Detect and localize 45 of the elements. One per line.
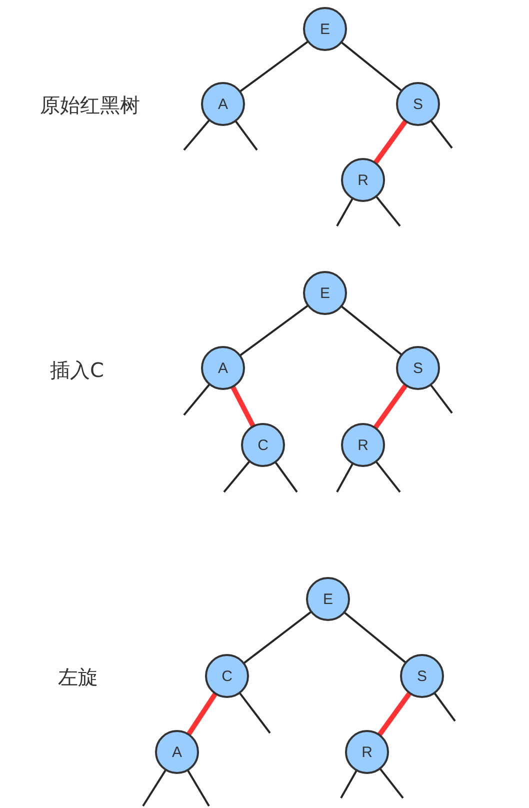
edge-line	[377, 692, 412, 736]
node-circle: R	[341, 158, 385, 202]
step-label: 左旋	[58, 665, 98, 689]
edge-line	[230, 385, 256, 428]
edge-line	[379, 768, 404, 799]
edge-line	[274, 461, 298, 493]
node-circle: E	[306, 577, 350, 621]
edge-line	[373, 120, 408, 164]
edge-line	[142, 769, 167, 807]
node-circle: A	[201, 346, 245, 390]
edge-line	[373, 384, 408, 430]
edge-line	[375, 460, 401, 493]
edge-line	[344, 612, 406, 664]
edge-line	[336, 462, 354, 492]
edge-line	[239, 304, 309, 356]
edge-line	[336, 198, 354, 226]
node-circle: A	[155, 730, 199, 774]
node-circle: S	[396, 82, 440, 126]
edge-line	[234, 120, 258, 151]
node-circle: S	[400, 654, 444, 698]
edge-line	[239, 40, 309, 92]
step-label: 原始红黑树	[40, 93, 140, 117]
edge-line	[430, 384, 453, 414]
step-label: 插入C	[50, 358, 104, 382]
edge-line	[375, 196, 401, 227]
node-circle: E	[303, 271, 347, 315]
node-circle: S	[396, 346, 440, 390]
edge-line	[434, 692, 456, 722]
edge-line	[183, 384, 210, 416]
edge-line	[223, 460, 250, 493]
node-circle: C	[241, 423, 285, 467]
edge-line	[243, 610, 312, 664]
edge-line	[183, 119, 210, 151]
node-circle: C	[205, 654, 249, 698]
edge-line	[340, 770, 358, 798]
edge-line	[340, 41, 402, 92]
node-circle: E	[303, 7, 347, 51]
edge-line	[430, 120, 453, 149]
node-circle: R	[341, 423, 385, 467]
edge-line	[340, 305, 402, 356]
edge-line	[186, 770, 210, 807]
node-circle: A	[201, 82, 245, 126]
node-circle: R	[345, 730, 389, 774]
edge-line	[186, 692, 218, 736]
edge-line	[238, 692, 271, 734]
